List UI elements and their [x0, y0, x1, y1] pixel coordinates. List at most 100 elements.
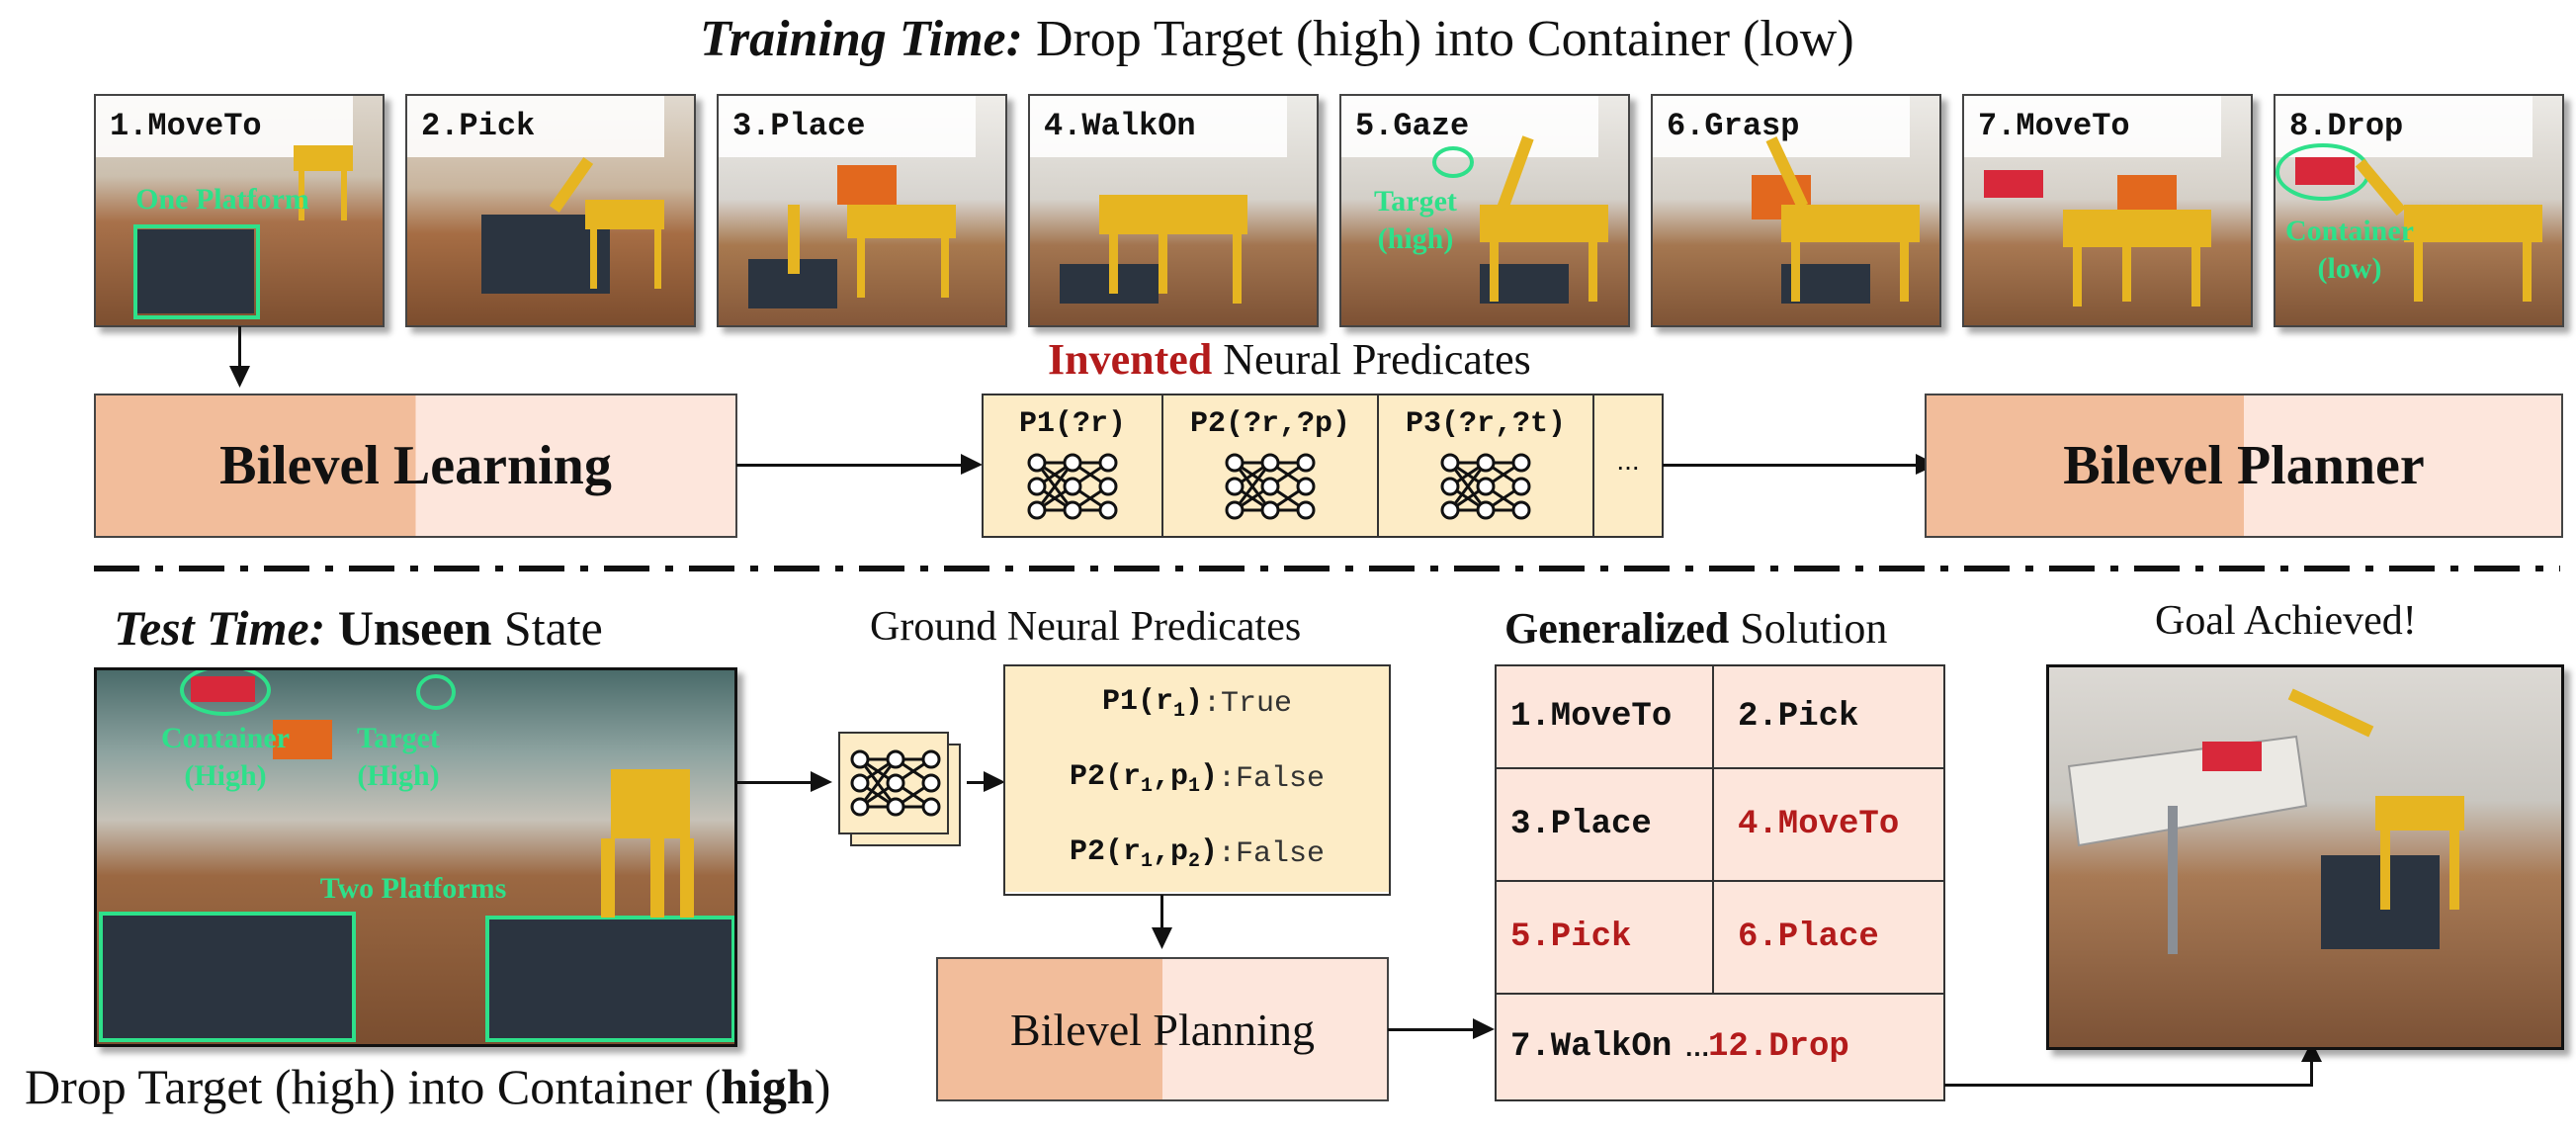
arrow-network-to-table: [967, 781, 987, 784]
frame-scene-5: [1432, 135, 1608, 304]
container-low-label: Container (low): [2275, 213, 2424, 288]
target-high-label: Target (high): [1361, 183, 1470, 258]
target-label-line1: Target: [1374, 185, 1457, 218]
training-frame-1: 1.MoveTo One Platform: [94, 94, 385, 327]
bilevel-learning-label: Bilevel Learning: [219, 435, 612, 496]
ground-row: P2(r1,p1):False: [1005, 742, 1389, 819]
predicate-p2: P2(?r,?p): [1161, 394, 1379, 538]
ground-predicates-title: Ground Neural Predicates: [870, 604, 1302, 650]
invented-rest: Neural Predicates: [1212, 335, 1531, 384]
solution-step: 7.WalkOn: [1510, 1028, 1673, 1066]
predicate-p3: P3(?r,?t): [1377, 394, 1594, 538]
test-heading-bold: Unseen: [325, 600, 492, 656]
neural-net-icon: [1225, 453, 1316, 520]
ellipsis-label: ...: [1616, 445, 1640, 476]
test-caption-post: ): [814, 1059, 831, 1114]
neural-net-icon: [850, 749, 941, 817]
arrow-solution-to-goal-up: [2310, 1060, 2313, 1087]
target-high-line2: (High): [357, 759, 440, 792]
invented-highlight: Invented: [1048, 335, 1213, 384]
neural-net-icon: [1027, 453, 1118, 520]
target-label-line2: (high): [1377, 222, 1454, 255]
solution-ellipsis: …: [1684, 1031, 1710, 1062]
two-platforms-label: Two Platforms: [319, 872, 507, 905]
arrow-head-right-icon: [1473, 1018, 1495, 1039]
test-scene-photo: Container (High) Target (High) Two Platf…: [94, 667, 737, 1047]
generalized-solution-title: Generalized Solution: [1504, 603, 1887, 654]
invented-predicates-title: Invented Neural Predicates: [1048, 334, 1531, 385]
arrow-head-down-icon: [1152, 927, 1172, 949]
frame-scene-7: [1984, 170, 2211, 307]
ground-pred: P2(r1,p1): [1069, 760, 1219, 798]
section-divider: [94, 566, 2560, 571]
container-high-line2: (High): [184, 759, 267, 792]
training-frame-8: 8.Drop Container (low): [2274, 94, 2564, 327]
predicate-label: P1(?r): [1018, 407, 1127, 441]
arrow-solution-to-goal: [1944, 1084, 2313, 1087]
test-scene-drawing: [99, 670, 734, 1042]
frame-label: 1.MoveTo: [96, 96, 353, 157]
solution-step-new: 12.Drop: [1708, 1028, 1849, 1066]
ground-value: :False: [1218, 762, 1326, 796]
target-high-test-label: Target (High): [334, 720, 463, 795]
test-caption-bold: high: [721, 1059, 815, 1114]
neural-net-icon: [1440, 453, 1531, 520]
ground-pred: P1(r1): [1101, 685, 1204, 723]
container-high-line1: Container: [161, 722, 290, 754]
training-heading-label: Training Time:: [700, 11, 1023, 67]
ground-row: P2(r1,p2):False: [1005, 817, 1389, 892]
frame-label: 3.Place: [719, 96, 976, 157]
frame-label: 5.Gaze: [1341, 96, 1598, 157]
frame-scene-6: [1752, 136, 1920, 304]
ground-pred: P2(r1,p2): [1069, 835, 1219, 873]
training-heading: Training Time: Drop Target (high) into C…: [700, 10, 1854, 68]
container-high-label: Container (High): [136, 720, 314, 795]
arrow-table-to-planning: [1160, 895, 1163, 930]
arrow-head-down-icon: [229, 366, 250, 388]
arrow-photo-to-network: [734, 781, 814, 784]
frame-scene-8: [2275, 143, 2542, 302]
arrow-predicates-to-planner: [1663, 464, 1920, 467]
bilevel-learning-box: Bilevel Learning: [94, 394, 737, 538]
bilevel-planner-label: Bilevel Planner: [2063, 435, 2425, 496]
ground-value: :False: [1218, 837, 1326, 871]
arrow-planning-to-solution: [1388, 1028, 1477, 1031]
training-heading-text: Drop Target (high) into Container (low): [1022, 11, 1854, 67]
bilevel-planning-label: Bilevel Planning: [1010, 1004, 1315, 1055]
target-high-line1: Target: [357, 722, 440, 754]
bilevel-planning-box: Bilevel Planning: [936, 957, 1389, 1101]
predicate-ellipsis: ...: [1592, 394, 1664, 538]
container-label-line2: (low): [2317, 252, 2382, 285]
container-label-line1: Container: [2285, 215, 2414, 247]
ground-row: P1(r1):True: [1005, 666, 1389, 744]
test-heading-label: Test Time:: [114, 600, 326, 656]
frame-scene-3: [748, 165, 956, 308]
goal-achieved-title: Goal Achieved!: [2155, 598, 2417, 644]
solution-step-new: 6.Place: [1738, 919, 1879, 956]
solution-step: 2.Pick: [1738, 698, 1859, 736]
arrow-head-right-icon: [961, 454, 983, 475]
solution-step-new: 5.Pick: [1510, 919, 1632, 956]
training-frame-2: 2.Pick: [405, 94, 696, 327]
stacked-network-icon: [838, 732, 967, 850]
frame-label: 4.WalkOn: [1030, 96, 1287, 157]
arrow-head-right-icon: [811, 771, 832, 792]
training-frame-5: 5.Gaze Target (high): [1339, 94, 1630, 327]
goal-scene-drawing: [2067, 688, 2464, 954]
arrow-frame-to-learning: [238, 326, 241, 371]
training-frame-4: 4.WalkOn: [1028, 94, 1319, 327]
bilevel-planner-box: Bilevel Planner: [1925, 394, 2563, 538]
training-frame-3: 3.Place: [717, 94, 1007, 327]
predicate-label: P2(?r,?p): [1189, 407, 1351, 441]
frame-scene-4: [1060, 195, 1247, 304]
goal-scene-photo: [2046, 664, 2564, 1050]
solution-step: 1.MoveTo: [1510, 698, 1673, 736]
solution-table: 1.MoveTo 2.Pick 3.Place 4.MoveTo 5.Pick …: [1495, 664, 1945, 1101]
generalized-bold: Generalized: [1504, 604, 1730, 653]
solution-step-new: 4.MoveTo: [1738, 806, 1900, 843]
ground-value: :True: [1203, 687, 1293, 721]
one-platform-label: One Platform: [135, 183, 309, 216]
arrow-head-right-icon: [984, 771, 1005, 792]
training-frame-6: 6.Grasp: [1651, 94, 1941, 327]
frame-label: 7.MoveTo: [1964, 96, 2221, 157]
